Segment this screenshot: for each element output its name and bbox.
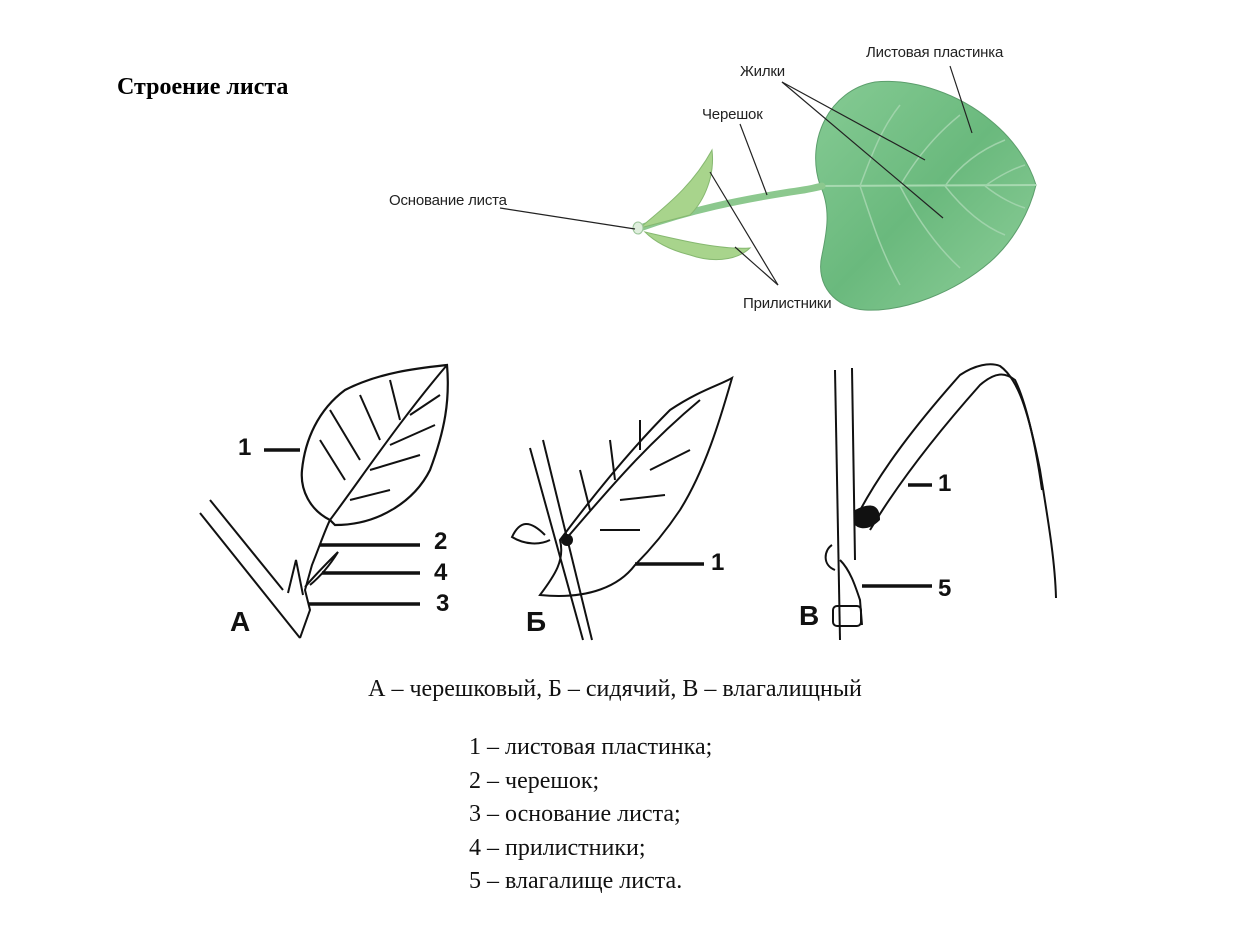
legend-item: 1 – листовая пластинка; — [469, 734, 713, 760]
legend-item: 3 – основание листа; — [469, 801, 681, 827]
fig-a-num-3: 3 — [436, 590, 450, 617]
stipule-upper — [639, 148, 714, 229]
leaf-blade-shape — [815, 80, 1037, 311]
attachment-types-caption: А – черешковый, Б – сидячий, В – влагали… — [368, 676, 862, 702]
label-veins: Жилки — [740, 63, 785, 80]
label-blade: Листовая пластинка — [866, 44, 1004, 61]
label-stipules: Прилистники — [743, 295, 832, 312]
fig-a-num-4: 4 — [434, 559, 448, 586]
fig-a-num-2: 2 — [434, 528, 448, 555]
fig-b-letter: Б — [526, 606, 547, 637]
fig-a-num-1: 1 — [238, 434, 252, 461]
figure-a-drawing — [199, 363, 449, 639]
legend-item: 2 – черешок; — [469, 767, 600, 794]
fig-a-letter: А — [230, 606, 251, 637]
stipule-lower — [643, 231, 752, 261]
figure-c-drawing — [824, 363, 1057, 641]
legend-item: 5 – влагалище листа. — [469, 868, 683, 894]
fig-c-letter: В — [799, 600, 820, 631]
page-title: Строение листа — [117, 74, 289, 100]
legend-list: 1 – листовая пластинка; 2 – черешок; 3 –… — [469, 731, 712, 899]
fig-c-num-5: 5 — [938, 575, 952, 602]
legend-item: 4 – прилистники; — [469, 834, 646, 861]
fig-b-num-1: 1 — [711, 549, 725, 576]
fig-c-num-1: 1 — [938, 470, 952, 497]
label-petiole: Черешок — [702, 106, 763, 123]
figure-b-drawing — [510, 375, 734, 641]
label-base: Основание листа — [389, 192, 507, 209]
